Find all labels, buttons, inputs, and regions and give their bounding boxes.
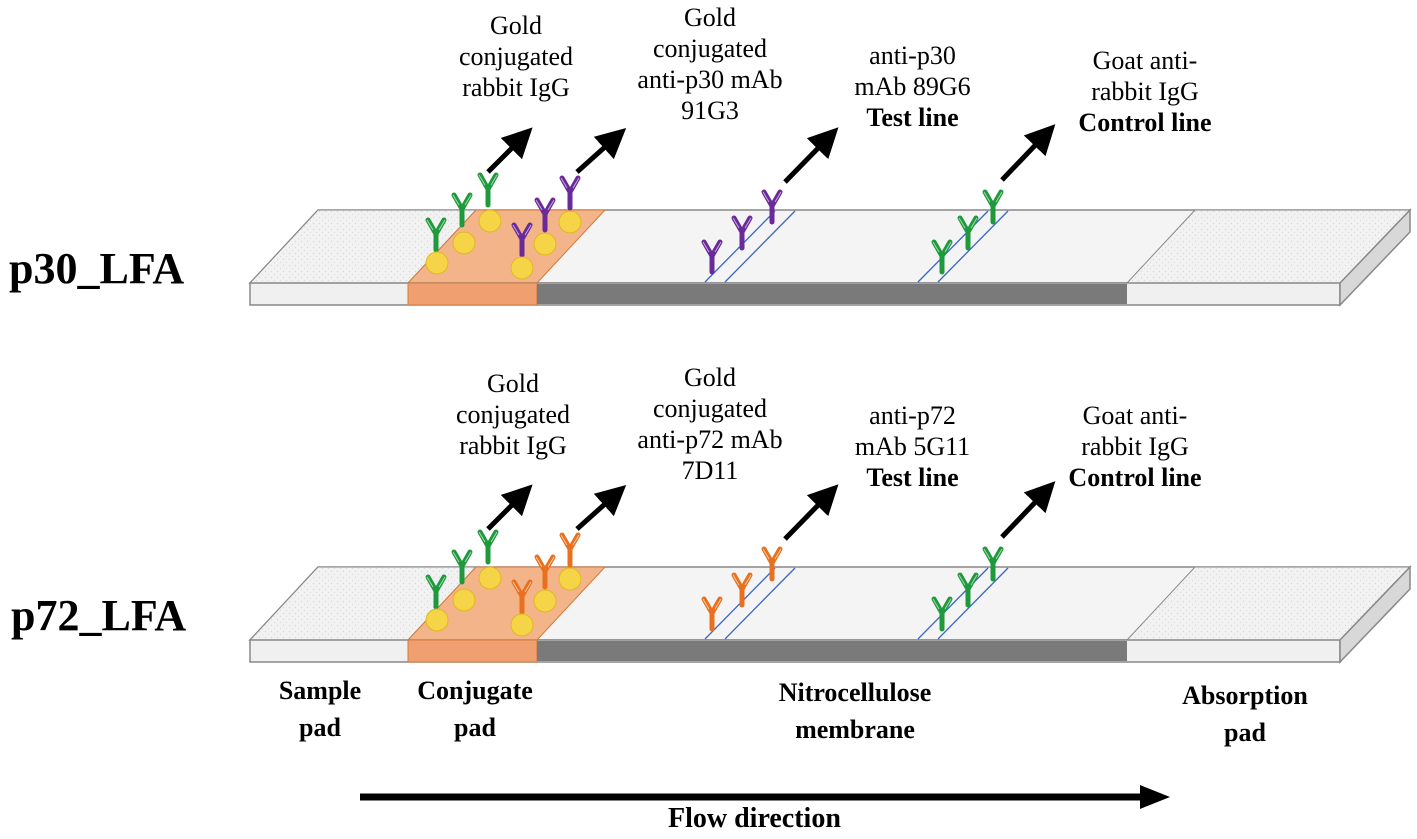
p72-test-ab-2: [731, 572, 753, 608]
p72-conj-mab-label: Gold conjugated anti-p72 mAb 7D11: [637, 363, 783, 485]
p72-control-ab-2: [957, 572, 979, 608]
flow-direction-label: Flow direction: [668, 803, 841, 834]
p30-conj-green-ab-2: [451, 192, 473, 228]
p72-membrane-front: [537, 641, 1127, 661]
p30-test-ab-3: [761, 189, 783, 225]
p30-control-ab-1: [931, 239, 953, 275]
p30-gold-4: [510, 256, 534, 280]
p72-control-line-a: [917, 567, 989, 640]
p72-side-face: [1339, 565, 1411, 664]
p72-conj-green-ab-3: [477, 529, 499, 565]
p30-test-ab-2: [731, 215, 753, 251]
p30-conj-mab-2: [534, 197, 556, 233]
p30-test-line-title: Test line: [866, 103, 959, 132]
p72-arrow-conj-rabbit: [486, 484, 533, 531]
p72-arrow-control: [1000, 481, 1056, 539]
p72-gold-3: [478, 566, 502, 590]
strip-title-p30: p30_LFA: [9, 244, 185, 293]
p72-arrow-test: [783, 484, 839, 541]
p30-control-label: Goat anti- rabbit IgG Control line: [1045, 45, 1245, 138]
p30-gold-1: [425, 251, 449, 275]
p72-arrow-conj-mab: [575, 484, 627, 531]
p72-conj-mab-3: [559, 532, 581, 568]
p30-conj-mab-1: [511, 222, 533, 258]
p30-test-ab-1: [701, 239, 723, 275]
p30-test-mab-label: anti-p30 mAb 89G6 Test line: [830, 40, 995, 133]
strip-title-p72: p72_LFA: [11, 591, 187, 640]
p72-control-line-title: Control line: [1068, 463, 1202, 492]
p30-arrow-conj-rabbit: [486, 127, 533, 174]
p72-control-line-b: [937, 567, 1009, 640]
p30-test-line-b: [724, 210, 796, 283]
p30-arrow-test: [783, 127, 839, 184]
p30-control-ab-2: [957, 215, 979, 251]
p72-test-mab-label: anti-p72 mAb 5G11 Test line: [830, 400, 995, 493]
p72-conj-green-ab-1: [425, 574, 447, 610]
p30-gold-3: [478, 209, 502, 233]
p30-gold-2: [452, 231, 476, 255]
p72-test-ab-3: [761, 546, 783, 582]
p72-control-ab-1: [931, 596, 953, 632]
p30-side-face: [1339, 208, 1411, 307]
p72-conj-mab-2: [534, 554, 556, 590]
p30-conj-green-ab-3: [477, 172, 499, 208]
p72-conjugate-pad-front: [407, 639, 538, 663]
p30-conj-mab-label: Gold conjugated anti-p30 mAb 91G3: [637, 3, 783, 125]
p30-control-ab-3: [982, 189, 1004, 225]
p30-control-line-b: [937, 210, 1009, 283]
p72-test-ab-1: [701, 596, 723, 632]
p30-conjugate-pad-front: [407, 282, 538, 306]
p30-control-line-a: [917, 210, 989, 283]
flow-direction-arrow-head: [1140, 785, 1170, 809]
p72-gold-4: [510, 613, 534, 637]
p30-conj-green-ab-1: [425, 217, 447, 253]
p30-membrane-front: [537, 284, 1127, 304]
p72-control-label: Goat anti- rabbit IgG Control line: [1030, 400, 1240, 493]
p72-control-ab-3: [982, 546, 1004, 582]
p30-conj-rabbit-label: Gold conjugated rabbit IgG: [458, 11, 574, 102]
p72-gold-6: [558, 567, 582, 591]
p30-control-line-title: Control line: [1078, 108, 1212, 137]
p72-gold-2: [452, 588, 476, 612]
p72-gold-1: [425, 608, 449, 632]
p30-conj-mab-3: [559, 175, 581, 211]
p30-arrow-control: [1000, 124, 1056, 182]
p30-gold-6: [558, 210, 582, 234]
p72-gold-5: [533, 589, 557, 613]
p30-arrow-conj-mab: [575, 127, 627, 174]
p72-conj-mab-1: [511, 579, 533, 615]
p72-conj-rabbit-label: Gold conjugated rabbit IgG: [455, 369, 571, 460]
p30-gold-5: [533, 232, 557, 256]
p72-conj-green-ab-2: [451, 549, 473, 585]
p72-test-line-b: [724, 567, 796, 640]
p72-test-line-title: Test line: [866, 463, 959, 492]
